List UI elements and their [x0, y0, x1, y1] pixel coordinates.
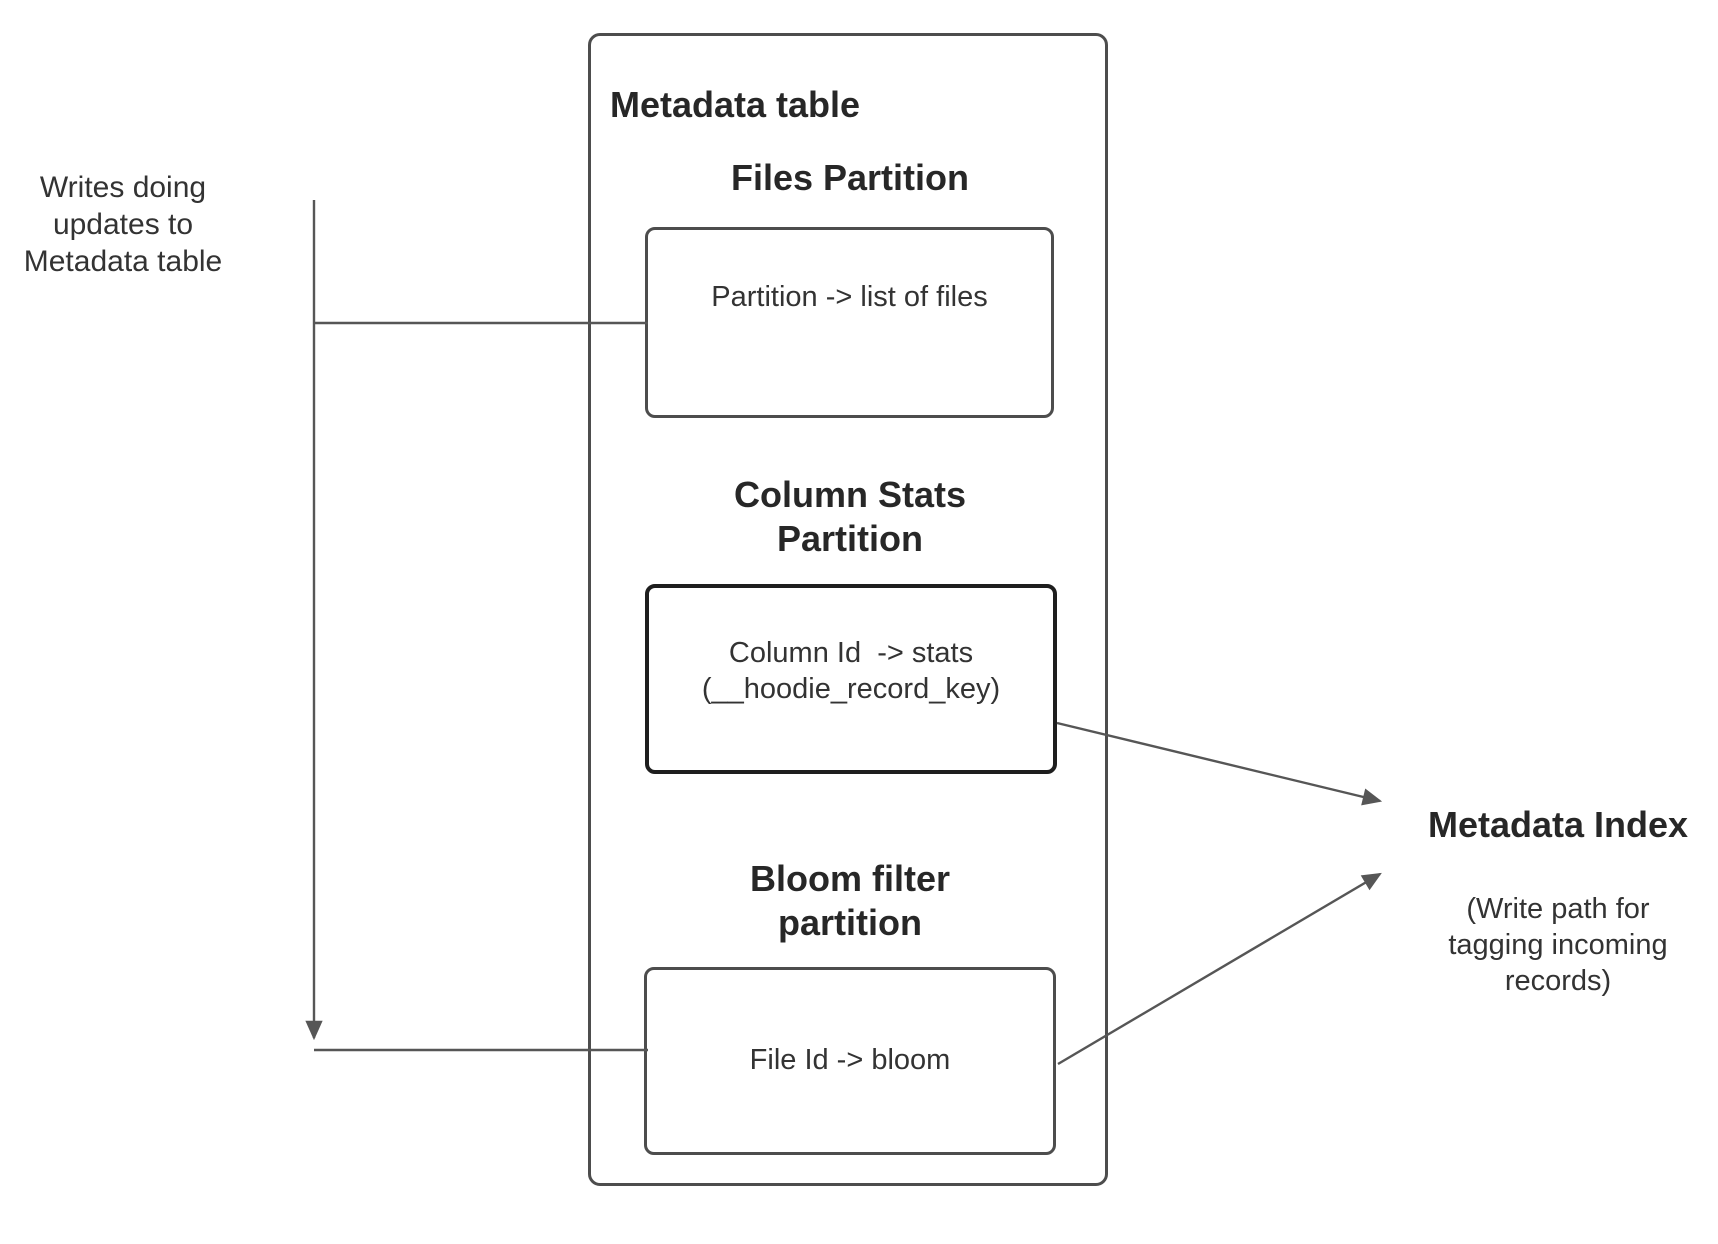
bloom-filter-partition-heading: Bloom filter partition [749, 858, 950, 944]
writes-note-label: Writes doing updates to Metadata table [23, 171, 223, 279]
metadata-table-box [588, 33, 1108, 1186]
files-partition-box: Partition -> list of files [645, 227, 1054, 418]
column-stats-partition-heading: Column Stats Partition [733, 474, 966, 560]
column-stats-partition-box: Column Id -> stats (__hoodie_record_key) [645, 584, 1057, 774]
files-partition-heading: Files Partition [730, 157, 970, 198]
column-stats-partition-mapping: Column Id -> stats (__hoodie_record_key) [701, 637, 1001, 705]
metadata-index-subtitle: (Write path for tagging incoming records… [1448, 893, 1668, 997]
bloom-filter-partition-mapping: File Id -> bloom [749, 1044, 951, 1077]
files-partition-mapping: Partition -> list of files [711, 280, 988, 313]
metadata-index-title: Metadata Index [1427, 804, 1689, 845]
metadata-table-title: Metadata table [610, 84, 861, 125]
bloom-filter-partition-box: File Id -> bloom [644, 967, 1056, 1155]
